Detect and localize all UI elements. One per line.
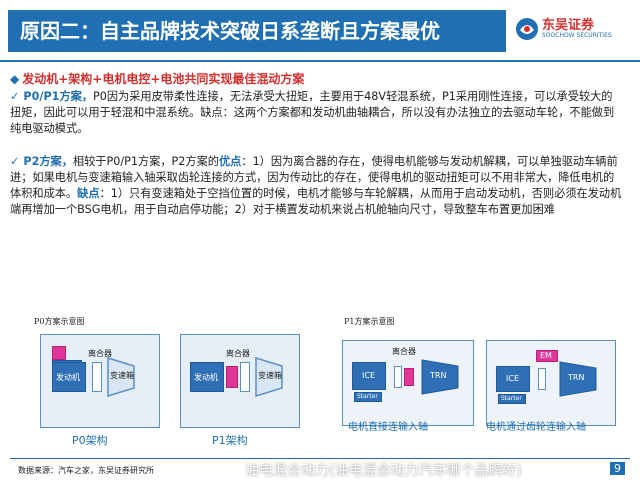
gearbox-label: 变速箱 (110, 371, 134, 380)
p1-clutch (240, 362, 250, 392)
check-bullet-icon: ✓ (10, 155, 20, 168)
starter-label: Starter (357, 393, 378, 400)
p1-lead: P0/P1方案， (23, 90, 93, 103)
p2-c: ：1）只有变速箱处于空挡位置的时候，电机才能够与车轮解耦，从而用于启动发动机，否… (10, 187, 622, 216)
p0-arch-label: P0架构 (72, 434, 108, 447)
ice-label: ICE (362, 371, 375, 380)
p2-lead: P2方案， (23, 155, 73, 168)
p2a-clutch (394, 366, 402, 388)
p2b-em: EM (536, 350, 558, 362)
data-source: 数据来源：汽车之家，东吴证券研究所 (18, 466, 154, 475)
p2b-label: 电机通过齿轮连输入轴 (486, 422, 586, 433)
p2a-trn-shape (421, 359, 459, 395)
diagram-p0-p1: P0方案示意图 发动机 离合器 变速箱 P0架构 发动机 离合器 变速箱 P1架… (30, 310, 320, 450)
starter-label: Starter (501, 395, 522, 402)
p0-motor (52, 346, 66, 360)
page-title: 原因二：自主品牌技术突破日系垄断且方案最优 (8, 10, 506, 52)
p2-a: 相较于P0/P1方案，P2方案的 (72, 155, 219, 168)
logo-text-cn: 东吴证券 (542, 18, 595, 33)
p2b-trn-shape (559, 361, 597, 397)
section-heading-text: 发动机+架构+电机电控+电池共同实现最佳混动方案 (22, 72, 305, 86)
clutch-label: 离合器 (226, 349, 250, 358)
trn-label: TRN (568, 373, 585, 382)
clutch-label: 离合器 (88, 349, 112, 358)
logo-icon (516, 18, 538, 40)
p2a-label: 电机直接连输入轴 (348, 422, 428, 433)
header-divider (0, 60, 640, 62)
p2b-ice: ICE (496, 366, 530, 392)
p1-gearbox-shape (255, 356, 283, 398)
header: 原因二：自主品牌技术突破日系垄断且方案最优 东吴证券 SOOCHOW SECUR… (0, 0, 640, 58)
clutch-label: 离合器 (392, 347, 416, 356)
watermark-text: 油电混合动力(油电混合动力汽车哪个品牌好) (245, 463, 522, 479)
diagram-caption: P0方案示意图 (34, 317, 85, 326)
p2b-clutch (538, 368, 546, 390)
section-heading: ◆发动机+架构+电机电控+电池共同实现最佳混动方案 (10, 70, 304, 87)
p1-arch-label: P1架构 (212, 434, 248, 447)
diagram-caption: P1方案示意图 (344, 317, 395, 326)
p2a-starter: Starter (354, 392, 382, 402)
p2-advantages: 优点 (218, 155, 242, 168)
p1-motor (226, 366, 238, 388)
p1-engine: 发动机 (190, 362, 224, 392)
p1-body: P0因为采用皮带柔性连接，无法承受大扭矩，主要用于48V轻混系统，P1采用刚性连… (10, 90, 615, 135)
logo: 东吴证券 SOOCHOW SECURITIES (514, 14, 632, 50)
p0-engine: 发动机 (52, 362, 86, 392)
engine-label: 发动机 (56, 373, 80, 382)
engine-label: 发动机 (194, 373, 218, 382)
gearbox-label: 变速箱 (258, 371, 282, 380)
diagram-p2: P1方案示意图 离合器 ICE Starter TRN 电机直接连输入轴 EM … (340, 310, 620, 450)
diamond-bullet-icon: ◆ (10, 72, 20, 86)
footer: 数据来源：汽车之家，东吴证券研究所 油电混合动力(油电混合动力汽车哪个品牌好) … (0, 458, 640, 480)
p2a-ice: ICE (352, 362, 386, 390)
p2b-starter: Starter (498, 394, 526, 404)
page-number: 9 (610, 462, 625, 475)
logo-text-en: SOOCHOW SECURITIES (542, 32, 612, 39)
check-bullet-icon: ✓ (10, 90, 20, 103)
p0-clutch (92, 362, 102, 392)
paragraph-p0-p1: ✓P0/P1方案，P0因为采用皮带柔性连接，无法承受大扭矩，主要用于48V轻混系… (10, 89, 622, 137)
em-label: EM (540, 351, 552, 360)
p2-b: ：1）因为离合器的存在，使得电机能够与发动机解耦，可以单独驱动车辆前进；如果电机… (10, 155, 618, 200)
p2a-motor (404, 368, 414, 386)
p2-disadvantages: 缺点 (77, 187, 100, 200)
ice-label: ICE (506, 374, 519, 383)
footer-divider (10, 458, 630, 459)
trn-label: TRN (430, 371, 447, 380)
paragraph-p2: ✓P2方案，相较于P0/P1方案，P2方案的优点：1）因为离合器的存在，使得电机… (10, 154, 622, 218)
p0-gearbox-shape (107, 356, 135, 398)
